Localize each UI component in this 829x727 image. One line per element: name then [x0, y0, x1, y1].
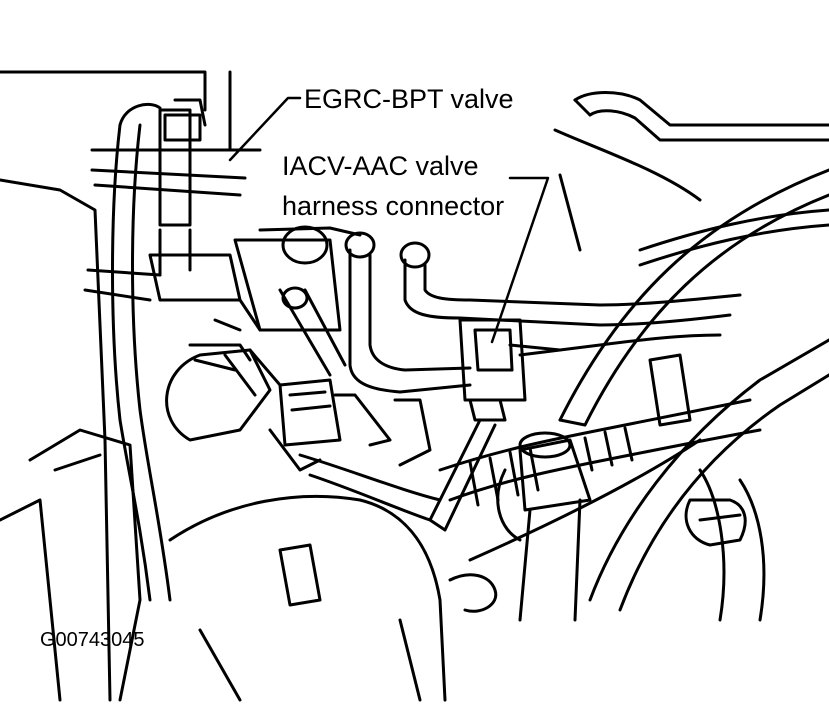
- lower-engine-block: [168, 494, 498, 702]
- left-body-panel: [0, 70, 262, 702]
- vacuum-hoses: [344, 231, 742, 394]
- lower-left-connector: [268, 378, 442, 522]
- harness-connector-label: harness connector: [282, 191, 505, 221]
- upper-right-duct: [553, 91, 829, 267]
- iacv-aac-harness-connector: [428, 318, 562, 532]
- callout-leaders: [228, 96, 550, 344]
- iacv-aac-leader-line: [490, 176, 550, 344]
- figure-id: G00743045: [40, 629, 145, 651]
- right-hose-clamp: [648, 353, 747, 547]
- pressure-regulator: [496, 431, 592, 622]
- iacv-aac-valve-label: IACV-AAC valve: [282, 151, 479, 181]
- corrugated-harness: [438, 398, 762, 507]
- throttle-body: [165, 225, 362, 442]
- egrc-bpt-leader-line: [228, 96, 302, 162]
- right-curved-hoses: [468, 168, 829, 622]
- egrc-bpt-valve-label: EGRC-BPT valve: [304, 84, 514, 114]
